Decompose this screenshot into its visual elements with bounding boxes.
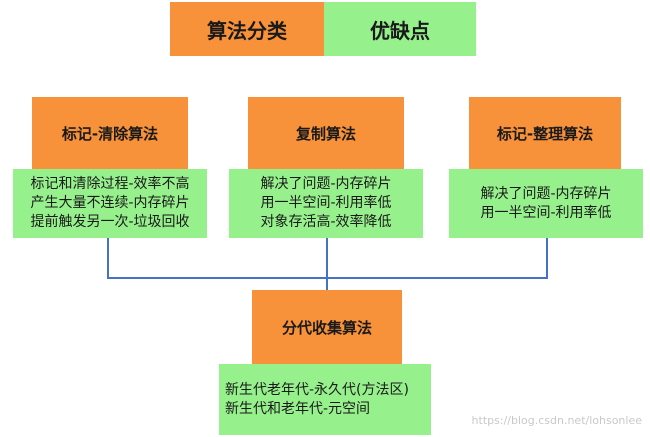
desc-line: 产生大量不连续-内存碎片 xyxy=(30,195,190,211)
desc-line: 解决了问题-内存碎片 xyxy=(480,185,612,202)
desc-line: 标记和清除过程-效率不高 xyxy=(30,176,190,192)
algo-mark-compact-desc: 解决了问题-内存碎片 用一半空间-利用率低 xyxy=(449,169,643,238)
header-proscons-cell: 优缺点 xyxy=(324,2,476,56)
algo-copying-title: 复制算法 xyxy=(248,97,404,169)
desc-line: 提前触发另一次-垃圾回收 xyxy=(30,214,190,230)
connector-path xyxy=(107,235,548,290)
desc-line: 新生代老年代-永久代(方法区) xyxy=(225,381,409,398)
algo-mark-compact-name: 标记-整理算法 xyxy=(496,124,594,143)
algo-generational-name: 分代收集算法 xyxy=(281,318,372,337)
desc-line: 新生代和老年代-元空间 xyxy=(225,400,371,417)
algo-mark-sweep-name: 标记-清除算法 xyxy=(61,124,159,143)
desc-line: 解决了问题-内存碎片 xyxy=(260,176,392,192)
algo-mark-compact-title: 标记-整理算法 xyxy=(469,97,621,169)
watermark-text: https://blog.csdn.net/lohsonlee xyxy=(471,414,642,427)
desc-line: 用一半空间-利用率低 xyxy=(480,204,612,221)
algo-copying-name: 复制算法 xyxy=(295,124,356,143)
header-category-cell: 算法分类 xyxy=(170,2,324,56)
desc-line: 用一半空间-利用率低 xyxy=(260,195,392,211)
algo-mark-sweep-desc: 标记和清除过程-效率不高 产生大量不连续-内存碎片 提前触发另一次-垃圾回收 xyxy=(13,169,207,238)
algo-generational-title: 分代收集算法 xyxy=(252,290,402,364)
algo-mark-sweep-title: 标记-清除算法 xyxy=(32,97,188,169)
header-proscons-label: 优缺点 xyxy=(370,18,430,43)
algo-copying-desc: 解决了问题-内存碎片 用一半空间-利用率低 对象存活高-效率降低 xyxy=(229,169,423,238)
header-category-label: 算法分类 xyxy=(207,18,287,43)
desc-line: 对象存活高-效率降低 xyxy=(260,214,392,230)
algo-generational-desc: 新生代老年代-永久代(方法区) 新生代和老年代-元空间 xyxy=(219,364,431,435)
